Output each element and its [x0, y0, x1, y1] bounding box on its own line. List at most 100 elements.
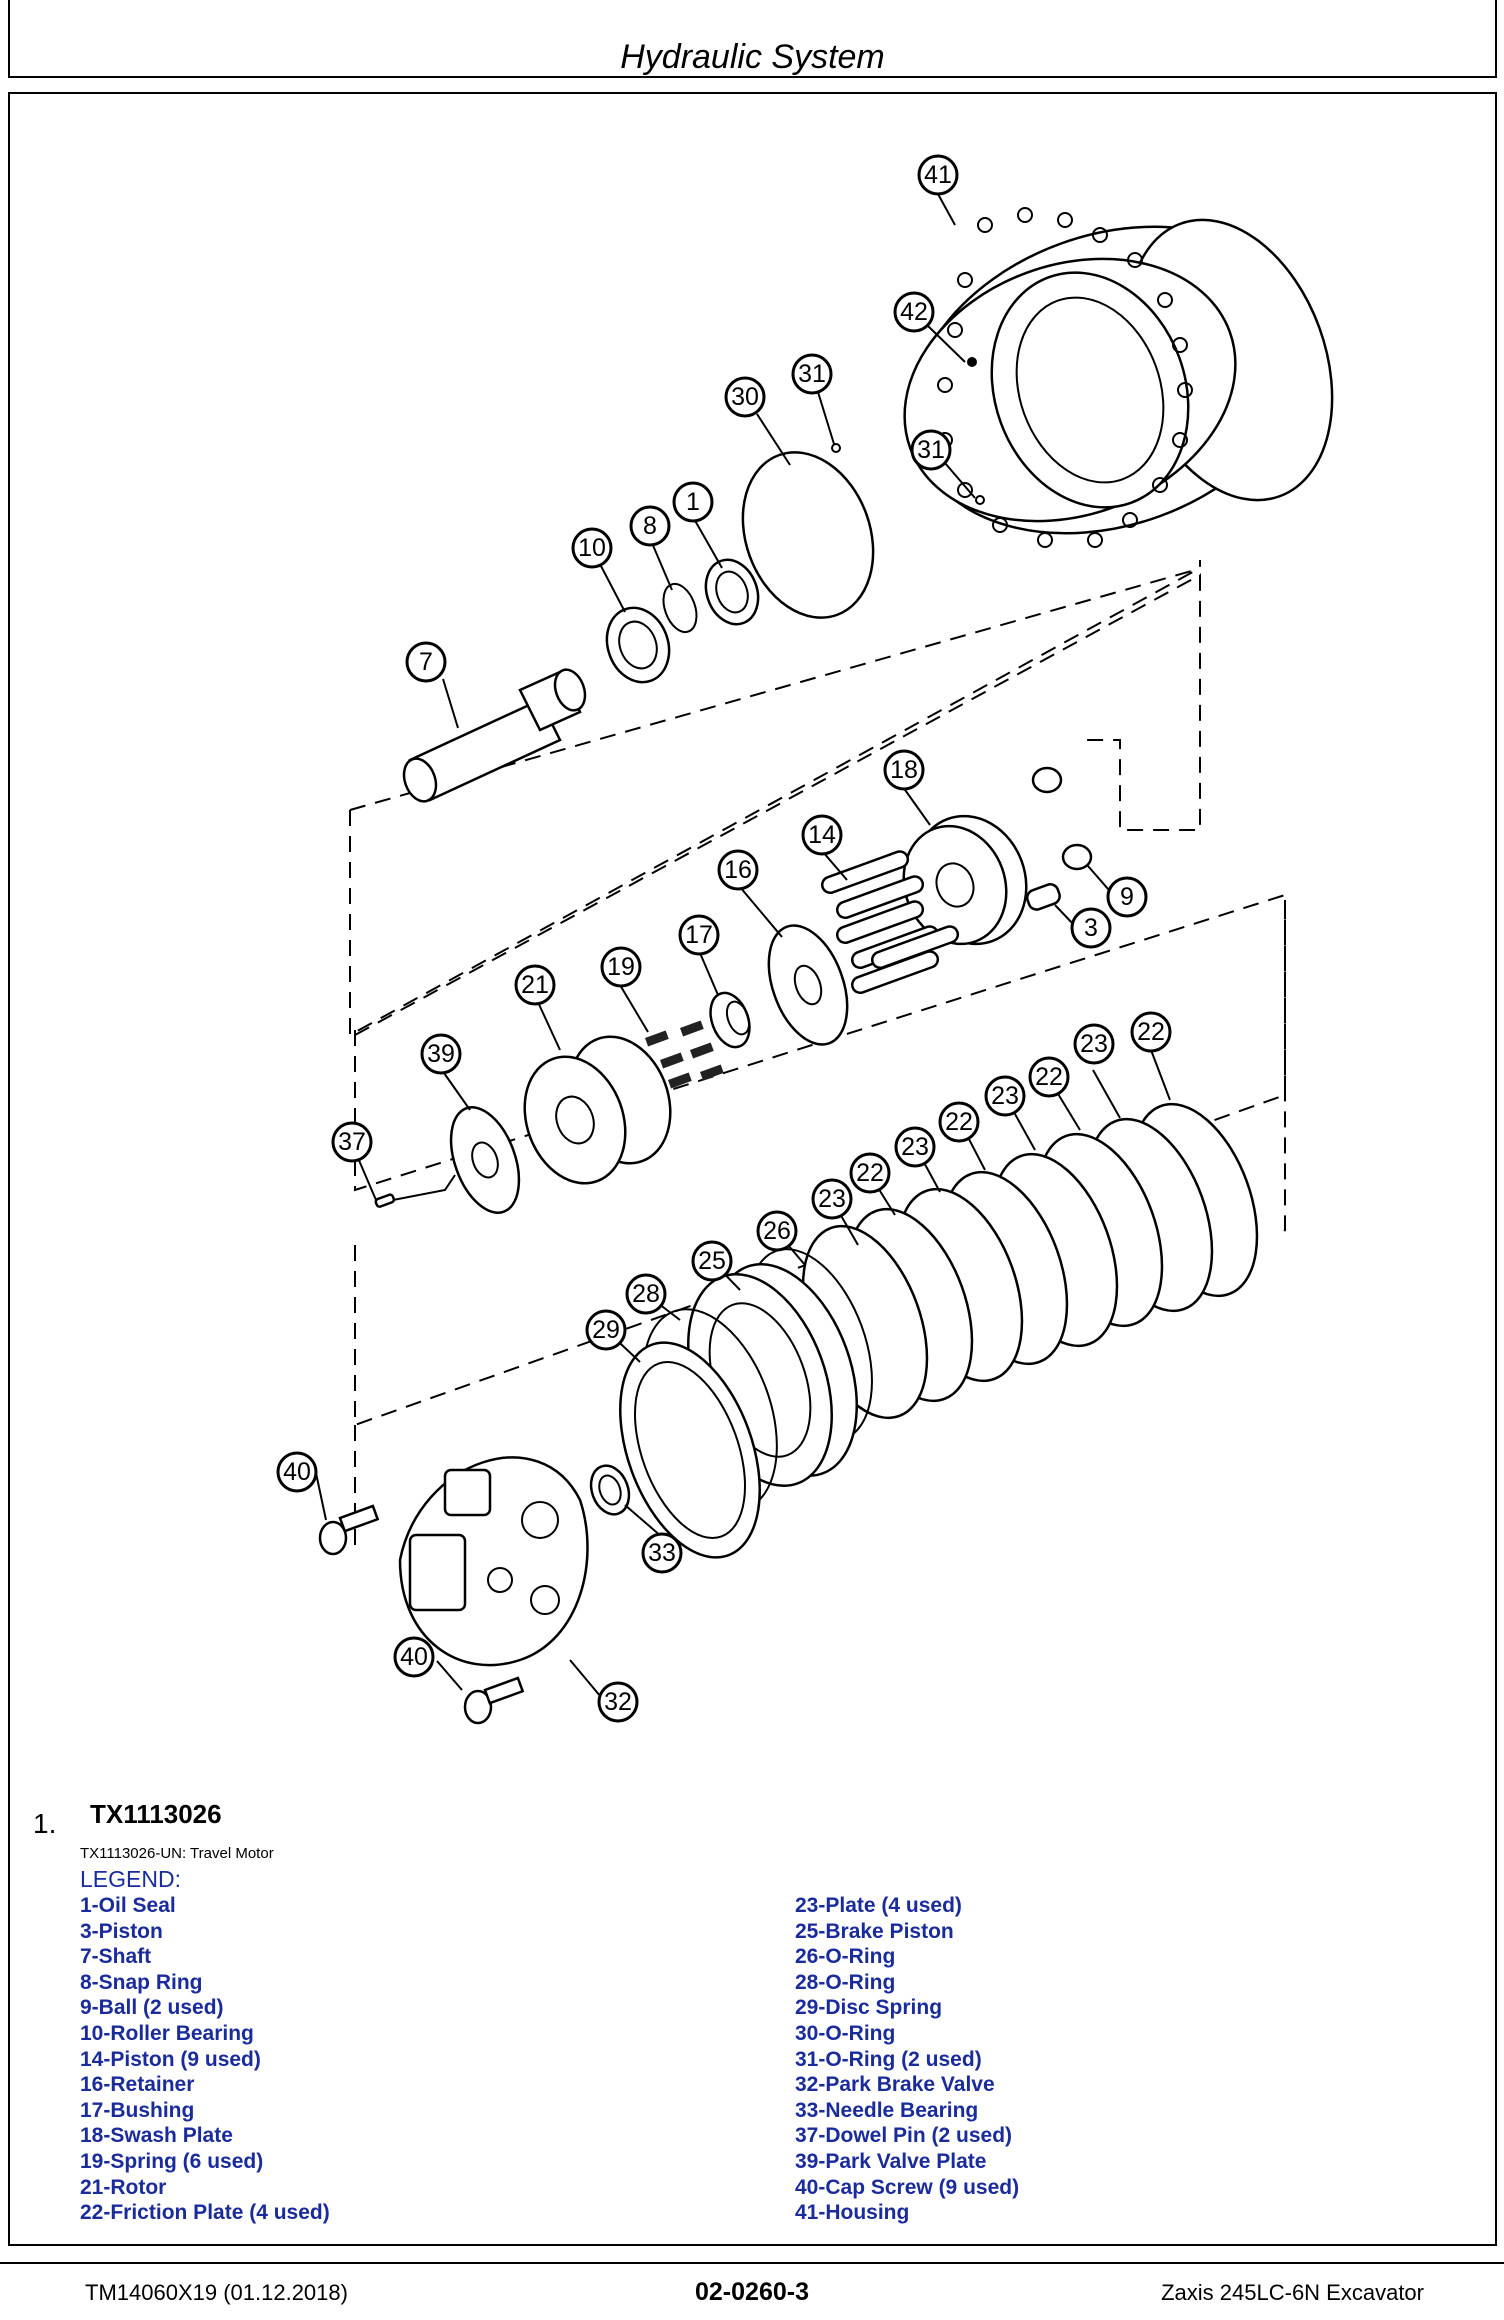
legend-item: 14-Piston (9 used)	[80, 2047, 261, 2071]
callout-16: 16	[717, 849, 759, 891]
callout-33: 33	[641, 1532, 683, 1574]
callout-8: 8	[629, 505, 671, 547]
footer-manual-id: TM14060X19 (01.12.2018)	[85, 2280, 348, 2305]
oil-seal-part-1	[704, 558, 760, 626]
legend-item: 22-Friction Plate (4 used)	[80, 2201, 330, 2225]
legend-item: 3-Piston	[80, 1919, 163, 1943]
callout-31: 31	[791, 353, 833, 395]
section-title: Hydraulic System	[620, 38, 885, 76]
svg-text:9: 9	[1120, 883, 1134, 911]
svg-text:23: 23	[901, 1133, 929, 1161]
svg-text:17: 17	[685, 921, 713, 949]
footer-divider	[0, 2262, 1504, 2264]
callout-42: 42	[893, 291, 935, 333]
callout-14: 14	[801, 814, 843, 856]
callout-23: 23	[984, 1075, 1026, 1117]
callout-26: 26	[756, 1210, 798, 1252]
svg-text:22: 22	[1035, 1063, 1063, 1091]
housing-part-41	[903, 207, 1334, 548]
callout-23: 23	[1073, 1023, 1115, 1065]
callout-37: 37	[331, 1121, 373, 1163]
callout-41: 41	[917, 154, 959, 196]
springs-part-19	[644, 1020, 724, 1089]
svg-text:39: 39	[427, 1040, 455, 1068]
svg-text:22: 22	[856, 1159, 884, 1187]
svg-text:16: 16	[724, 856, 752, 884]
callout-39: 39	[420, 1033, 462, 1075]
callout-32: 32	[597, 1681, 639, 1723]
svg-text:21: 21	[521, 971, 549, 999]
pistons-part-14	[821, 850, 960, 995]
legend-item: 1-Oil Seal	[80, 1894, 176, 1917]
callout-21: 21	[514, 964, 556, 1006]
retainer-part-16	[767, 924, 849, 1046]
callout-17: 17	[678, 914, 720, 956]
svg-text:19: 19	[607, 953, 635, 981]
disc-spring-part-29	[619, 1341, 761, 1559]
svg-text:1: 1	[686, 488, 700, 516]
callout-29: 29	[585, 1309, 627, 1351]
svg-text:40: 40	[283, 1458, 311, 1486]
svg-text:40: 40	[400, 1643, 428, 1671]
callout-22: 22	[849, 1152, 891, 1194]
callout-22: 22	[1130, 1011, 1172, 1053]
svg-text:41: 41	[924, 161, 952, 189]
callout-25: 25	[691, 1240, 733, 1282]
callout-22: 22	[1028, 1056, 1070, 1098]
svg-text:22: 22	[945, 1108, 973, 1136]
bushing-part-17	[709, 991, 751, 1049]
callout-40: 40	[276, 1451, 318, 1493]
legend-item: 31-O-Ring (2 used)	[795, 2047, 982, 2071]
callout-1: 1	[672, 481, 714, 523]
needle-bearing-part-33	[589, 1464, 631, 1516]
svg-text:29: 29	[592, 1316, 620, 1344]
callout-28: 28	[625, 1273, 667, 1315]
legend-item: 18-Swash Plate	[80, 2124, 233, 2148]
legend-item: 8-Snap Ring	[80, 1970, 203, 1994]
svg-text:3: 3	[1084, 914, 1098, 942]
legend-left-column: 1-Oil Seal 3-Piston 7-Shaft 8-Snap Ring …	[80, 1893, 330, 2226]
dowel-pin-part-37	[374, 1193, 396, 1208]
callout-22: 22	[938, 1101, 980, 1143]
svg-text:42: 42	[900, 298, 928, 326]
svg-text:8: 8	[643, 512, 657, 540]
footer-machine-model: Zaxis 245LC-6N Excavator	[1161, 2280, 1424, 2305]
legend-item: 7-Shaft	[80, 1945, 152, 1969]
svg-text:14: 14	[808, 821, 836, 849]
legend-item: 37-Dowel Pin (2 used)	[795, 2124, 1013, 2148]
piston-part-3	[1026, 883, 1061, 911]
callout-3: 3	[1070, 907, 1112, 949]
cap-screw-part-40-bottom	[463, 1676, 525, 1725]
snap-ring-part-8	[662, 582, 698, 634]
legend-item: 33-Needle Bearing	[795, 2098, 979, 2122]
legend-item: 26-O-Ring	[795, 1945, 896, 1969]
callout-9: 9	[1106, 876, 1148, 918]
swash-plate-part-18	[902, 814, 1028, 946]
legend-item: 30-O-Ring	[795, 2021, 896, 2045]
legend-item: 21-Rotor	[80, 2175, 167, 2199]
legend-right-column: 23-Plate (4 used) 25-Brake Piston 26-O-R…	[795, 1893, 1019, 2226]
svg-text:33: 33	[648, 1539, 676, 1567]
header-box: Hydraulic System	[8, 0, 1497, 78]
svg-text:10: 10	[578, 534, 606, 562]
callout-31: 31	[910, 429, 952, 471]
callout-23: 23	[811, 1178, 853, 1220]
svg-text:26: 26	[763, 1217, 791, 1245]
svg-text:23: 23	[991, 1082, 1019, 1110]
legend-item: 39-Park Valve Plate	[795, 2149, 987, 2173]
callout-10: 10	[571, 527, 613, 569]
svg-text:32: 32	[604, 1688, 632, 1716]
exploded-view-diagram: 41 42 31 30 31 1 8 10 7 18 14 9 3 16 17 …	[276, 154, 1334, 1725]
legend-item: 25-Brake Piston	[795, 1919, 954, 1943]
legend-item: 28-O-Ring	[795, 1970, 896, 1994]
callout-30: 30	[724, 376, 766, 418]
legend-item: 19-Spring (6 used)	[80, 2149, 264, 2173]
legend-item: 16-Retainer	[80, 2073, 195, 2097]
o-ring-part-30	[741, 451, 875, 619]
legend-item: 9-Ball (2 used)	[80, 1996, 224, 2020]
park-valve-plate-part-39	[449, 1106, 521, 1214]
svg-text:7: 7	[419, 648, 433, 676]
legend-item: 10-Roller Bearing	[80, 2021, 254, 2045]
svg-text:25: 25	[698, 1247, 726, 1275]
legend-item: 29-Disc Spring	[795, 1996, 943, 2020]
